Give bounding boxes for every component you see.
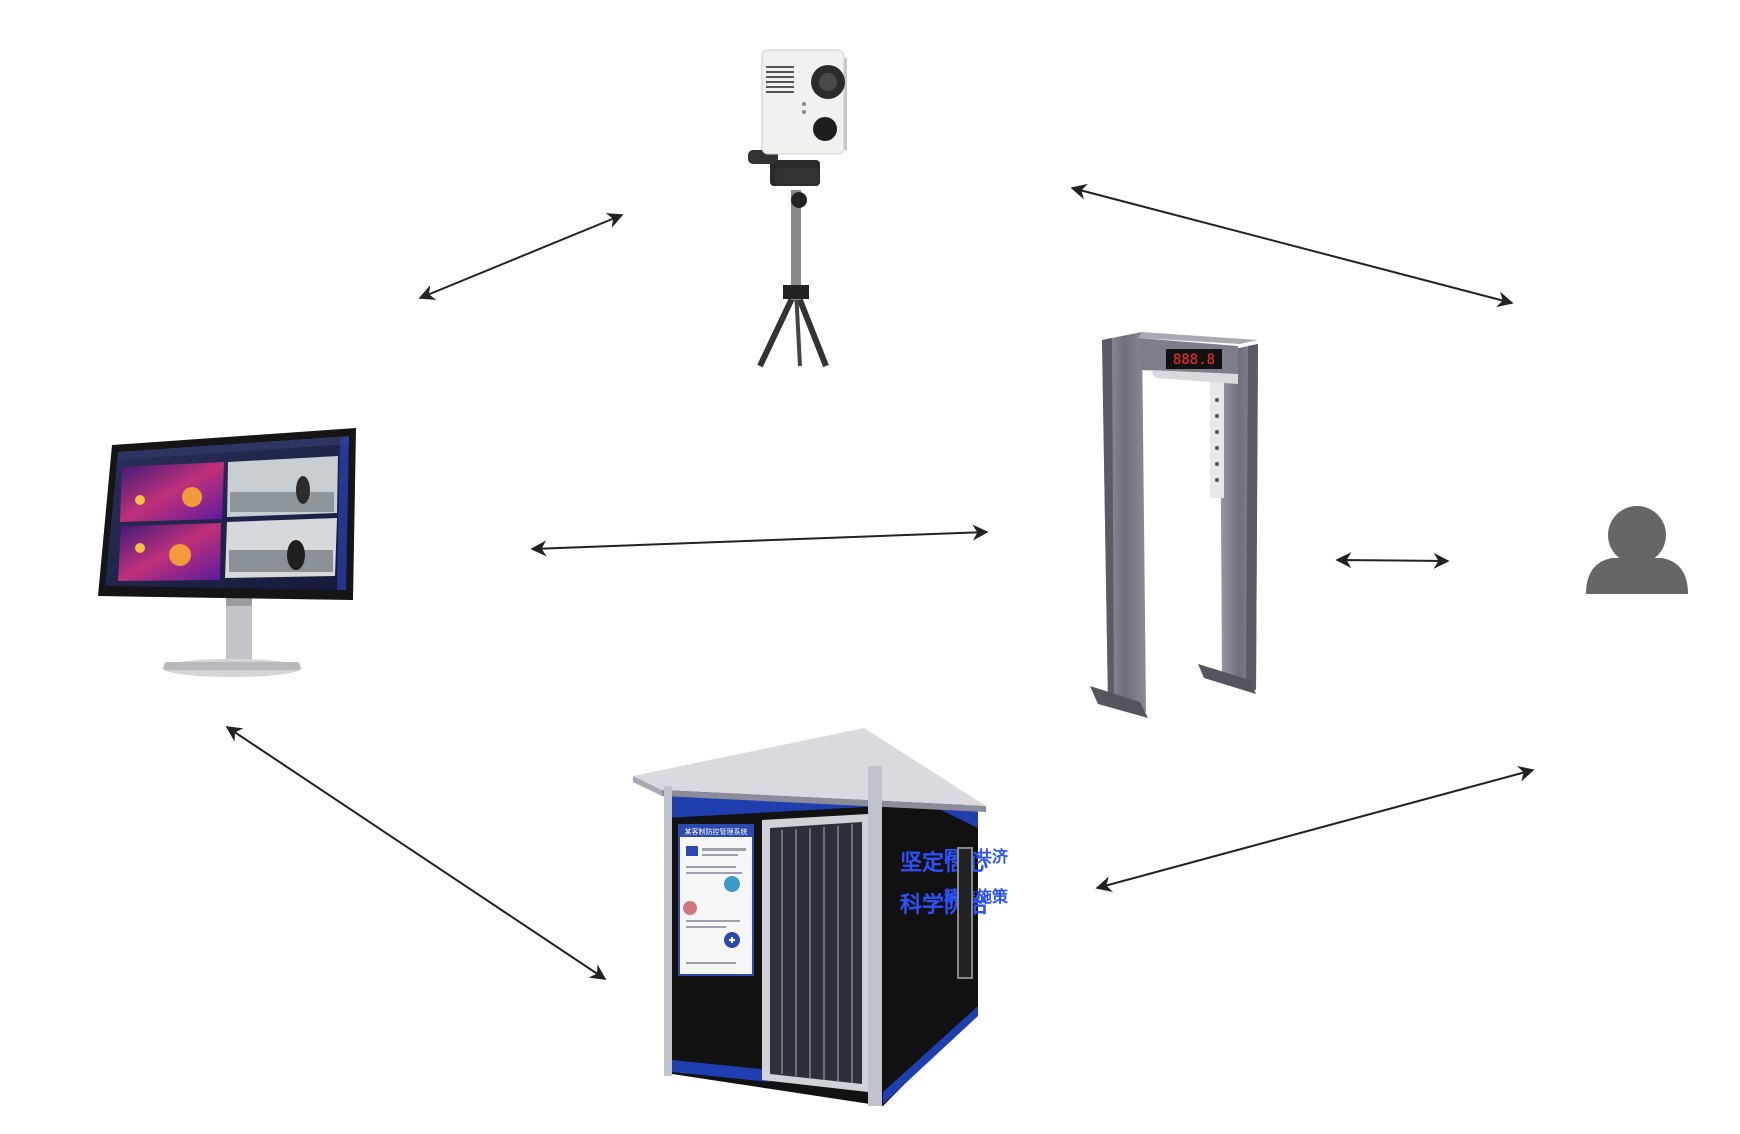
booth-slogan-right-2: 精准施策 [944,887,1009,906]
arrow-monitor-gate [530,524,989,557]
gate-display-readout: 888.8 [1173,352,1215,368]
arrow-gate-person [1335,552,1450,569]
arrow-monitor-booth [225,726,607,980]
arrow-camera-person [1070,183,1514,308]
booth-poster-title: 某客制防控管理系统 [685,827,748,836]
booth-slogan-right-1: 同舟共济 [944,847,1009,866]
thermal-camera-icon [748,49,847,368]
arrow-booth-person [1095,766,1535,892]
walkthrough-gate-icon: 888.8 [1090,332,1258,718]
booth-slogan-left-2: 科学防治 [900,892,988,918]
connection-arrows [225,183,1535,980]
monitor-icon [98,428,356,677]
arrow-monitor-camera [418,213,624,300]
booth-slogan-left-1: 坚定信心 [900,850,988,876]
disinfection-booth-icon: 坚定信心 科学防治 同舟共济 精准施策 某客制防控管理系统 [633,728,1009,1106]
person-icon [1586,506,1688,594]
